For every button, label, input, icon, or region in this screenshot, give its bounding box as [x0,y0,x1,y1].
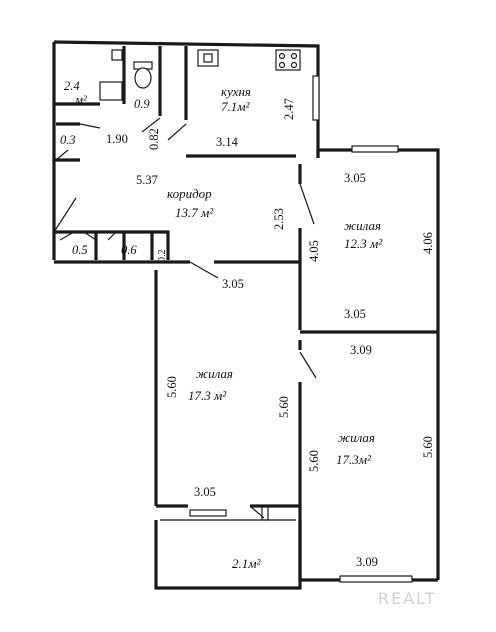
door-left-living [189,261,219,279]
door-right-living [299,351,317,379]
door-entrance [53,197,77,233]
toilet-area: 0.9 [134,97,150,111]
kitchen-name: кухня [221,84,251,99]
dim-right-left: 5.60 [307,450,321,472]
closet-a-area: 0.3 [60,133,76,147]
balcony-area: 2.1м² [232,556,262,571]
bath-area-top: 2.4 [64,79,80,93]
dim-small-right: 4.06 [421,232,435,254]
door-toilet [141,117,161,133]
door-bath [79,123,101,129]
dim-corridor-depth: 2.53 [272,208,286,230]
left-living-window [189,509,227,517]
doors [53,117,317,521]
door-closet-c [107,231,117,241]
bathtub-icon [99,81,123,101]
toilet-bowl-icon [134,67,152,89]
dim-small-top: 3.05 [344,171,366,185]
stove-icon [275,49,301,71]
small-living-area: 12.3 м² [344,236,383,251]
door-closet-b [59,231,97,241]
dim-kitchen-width: 3.14 [216,135,239,149]
dim-small-left: 4.05 [307,240,321,262]
door-small-living [299,183,315,225]
dim-left-left: 5.60 [165,376,179,398]
corridor-name: коридор [167,186,212,201]
left-living-area: 17.3 м² [188,388,227,403]
right-living-window [339,575,413,583]
fixtures [99,49,301,101]
small-living-window [351,145,399,153]
labels: кухня 7.1м² 3.14 2.47 2.4 м² 0.9 0.3 0.8… [60,79,435,571]
dim-left-right: 5.60 [277,396,291,418]
dim-right-bottom: 3.09 [356,555,378,569]
door-closet-a [55,149,69,161]
small-living-name: жилая [344,218,381,233]
right-living-area: 17.3м² [336,452,372,467]
kitchen-area: 7.1м² [221,99,251,114]
sink-icon [111,49,123,61]
dim-small-bottom: 3.05 [344,307,366,321]
closet-c-area: 0.6 [121,243,137,257]
right-living-name: жилая [338,430,375,445]
dim-toilet-depth: 0.82 [147,128,161,150]
walls [52,40,440,590]
closet-b-area: 0.5 [72,243,88,257]
corridor-area: 13.7 м² [175,205,214,220]
dim-left-bottom: 3.05 [194,485,216,499]
door-kitchen [167,123,187,141]
left-living-name: жилая [196,366,233,381]
bath-area-bottom: м² [74,93,87,107]
closet-d-area: 0.2 [157,250,168,263]
dim-corridor-length: 5.37 [136,173,158,187]
kitchen-window [312,75,320,121]
dim-right-right: 5.60 [421,436,435,458]
dim-right-top: 3.09 [350,343,372,357]
dim-hall-width: 1.90 [106,132,128,146]
dim-left-top: 3.05 [222,277,244,291]
dim-kitchen-depth: 2.47 [282,98,296,120]
windows [189,75,413,583]
watermark: REALT [378,589,437,608]
